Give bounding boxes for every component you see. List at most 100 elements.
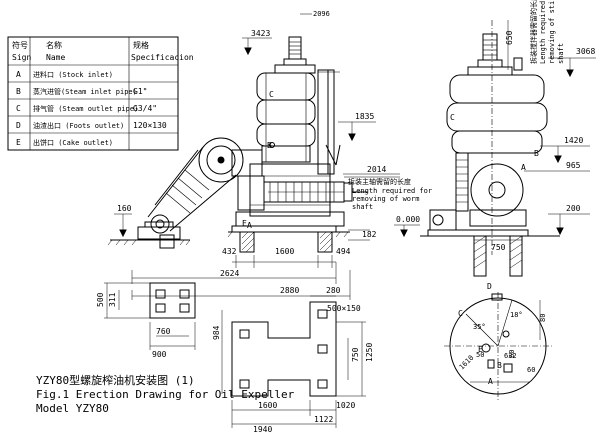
dim-2014: 2014 bbox=[367, 165, 386, 174]
side-motor bbox=[482, 33, 498, 61]
top-marker-e: E bbox=[478, 345, 483, 354]
dim-1835: 1835 bbox=[355, 112, 374, 121]
press-end-circle bbox=[470, 163, 524, 217]
side-cooker-tier bbox=[446, 102, 548, 132]
legend-row-sign: D bbox=[16, 121, 21, 130]
angle-18: 18° bbox=[510, 311, 523, 319]
angle-35: 35° bbox=[473, 323, 486, 331]
legend-row-sign: A bbox=[16, 70, 21, 79]
legend-row-sign: C bbox=[16, 104, 21, 113]
dim-182: 182 bbox=[362, 230, 377, 239]
legend-table: 符号 Sign 名称 Name 规格 Specificacion A 进料口 (… bbox=[7, 36, 194, 151]
dim-1600: 1600 bbox=[275, 247, 294, 256]
side-marker-b: B bbox=[534, 149, 539, 158]
legend-row-sign: B bbox=[16, 87, 21, 96]
top-marker-b: B bbox=[497, 361, 502, 370]
motor-pulley bbox=[150, 214, 170, 234]
front-note-cn: 拆装主轴需留的长度 bbox=[348, 177, 411, 186]
legend-header-name-en: Name bbox=[46, 53, 65, 62]
dim-984: 984 bbox=[212, 325, 221, 340]
dim-1122: 1122 bbox=[314, 415, 333, 424]
side-cooker-tier bbox=[451, 130, 543, 154]
legend-row-spec: G3/4" bbox=[133, 104, 157, 113]
caption-line2: Model YZY80 bbox=[36, 402, 109, 415]
legend-row-name: 排气管 (Steam outlet pipe) bbox=[33, 104, 138, 113]
legend-header-sign-en: Sign bbox=[12, 53, 31, 62]
dim-1940: 1940 bbox=[253, 425, 272, 434]
front-note-en-3: shaft bbox=[352, 203, 373, 211]
legend-row-name: 油渣出口 (Foots outlet) bbox=[33, 121, 124, 130]
front-note-en-2: removing of worm bbox=[352, 195, 419, 203]
dim-1020: 1020 bbox=[336, 401, 355, 410]
marker-e: E bbox=[242, 219, 247, 228]
dim-1600-plan: 1600 bbox=[258, 401, 277, 410]
dim-50: 50 bbox=[476, 351, 484, 359]
dim-432: 432 bbox=[222, 247, 237, 256]
dim-3068: 3068 bbox=[576, 47, 595, 56]
dim-965: 965 bbox=[566, 161, 581, 170]
dim-500: 500 bbox=[96, 292, 105, 307]
dim-760: 760 bbox=[156, 327, 171, 336]
side-note-en-2: removing of stirrer bbox=[548, 0, 556, 64]
dim-60-top: 60 bbox=[508, 350, 516, 358]
dim-750-side: 750 bbox=[491, 243, 506, 252]
legend-row-spec: 120×130 bbox=[133, 121, 167, 130]
dim-1250: 1250 bbox=[365, 343, 374, 362]
top-marker-c: C bbox=[458, 309, 463, 318]
dim-1610: 1610 bbox=[458, 354, 476, 372]
press-body bbox=[249, 163, 331, 217]
dim-160: 160 bbox=[117, 204, 132, 213]
top-motor bbox=[288, 36, 302, 60]
side-marker-c: C bbox=[450, 113, 455, 122]
dim-494: 494 bbox=[336, 247, 351, 256]
foundation-plan: 500 311 760 900 280 500×150 984 750 1250 bbox=[96, 282, 374, 434]
foundation-block bbox=[159, 234, 175, 249]
front-view: 2096 C B E A bbox=[107, 10, 432, 300]
caption: YZY80型螺旋榨油机安装图 (1) Fig.1 Erection Drawin… bbox=[36, 373, 295, 415]
legend-row-sign: E bbox=[16, 138, 21, 147]
dim-650: 650 bbox=[505, 30, 514, 45]
legend-row-name: 蒸汽进管(Steam inlet pipe) bbox=[33, 87, 137, 96]
legend-row-spec: G1" bbox=[133, 87, 147, 96]
marker-c: C bbox=[269, 90, 274, 99]
foundation-block bbox=[239, 231, 255, 253]
caption-cn: YZY80型螺旋榨油机安装图 (1) bbox=[36, 373, 195, 387]
legend-row-name: 进料口 (Stock inlet) bbox=[33, 70, 113, 79]
dim-311: 311 bbox=[108, 292, 117, 307]
dim-2880: 2880 bbox=[280, 286, 299, 295]
side-marker-a: A bbox=[521, 163, 526, 172]
foundation-block bbox=[317, 231, 333, 253]
dim-200: 200 bbox=[566, 204, 581, 213]
side-note-en-3: shaft bbox=[557, 43, 565, 64]
side-cooker-tier bbox=[449, 74, 545, 104]
dim-60-right: 60 bbox=[527, 366, 535, 374]
side-note-cn: 拆装搅拌器需留的长度 bbox=[529, 0, 538, 64]
side-note-en-1: Length required for bbox=[539, 0, 547, 64]
dim-3423: 3423 bbox=[251, 29, 270, 38]
side-view: C B A 650 拆装搅拌器需留的长度 Length required for… bbox=[394, 0, 596, 277]
dim-0000: 0.000 bbox=[396, 215, 420, 224]
front-note-en-1: Length required for bbox=[352, 187, 432, 195]
plan-block-left bbox=[149, 282, 196, 319]
dim-632: 632 bbox=[504, 352, 517, 360]
caption-line1: Fig.1 Erection Drawing for Oil Expeller bbox=[36, 388, 295, 401]
dim-750-plan: 750 bbox=[351, 347, 360, 362]
legend-header-name-cn: 名称 bbox=[46, 40, 62, 50]
plan-block-main bbox=[231, 301, 337, 397]
dim-280: 280 bbox=[326, 286, 341, 295]
legend-header-sign-cn: 符号 bbox=[12, 40, 28, 50]
top-view: D C E B A 18° 35° 60 80 50 1610 632 60 bbox=[444, 282, 552, 400]
dim-900: 900 bbox=[152, 350, 167, 359]
top-marker-d: D bbox=[487, 282, 492, 291]
legend-header-spec-cn: 规格 bbox=[133, 40, 149, 50]
dim-500x150: 500×150 bbox=[327, 304, 361, 313]
dim-1420: 1420 bbox=[564, 136, 583, 145]
front-top-label: 2096 bbox=[313, 10, 330, 18]
legend-row-name: 出饼口 (Cake outlet) bbox=[33, 138, 113, 147]
dim-80: 80 bbox=[539, 314, 547, 322]
legend-header-spec-en: Specificacion bbox=[131, 53, 194, 62]
drive-pulley bbox=[198, 137, 244, 183]
top-marker-a: A bbox=[488, 377, 493, 386]
dim-2624: 2624 bbox=[220, 269, 239, 278]
